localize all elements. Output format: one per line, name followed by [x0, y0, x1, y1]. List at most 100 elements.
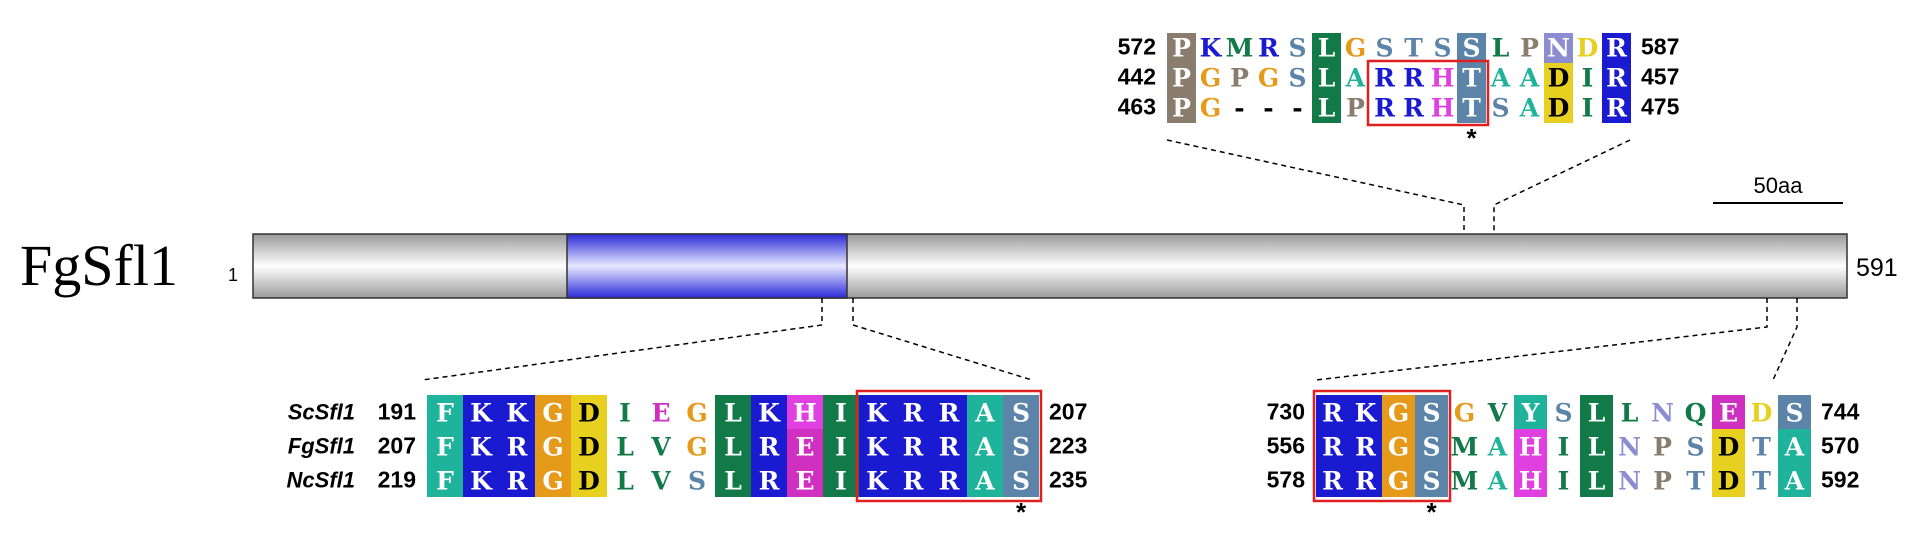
residue: E — [1719, 399, 1738, 428]
residue: H — [1431, 93, 1455, 122]
residue: S — [1288, 33, 1306, 62]
residue: L — [1588, 399, 1606, 428]
residue: G — [1200, 63, 1221, 92]
residue-shade — [499, 463, 535, 497]
connector-top-left — [1166, 139, 1465, 234]
residue-shade — [427, 395, 463, 429]
row-end-number: 223 — [1049, 432, 1087, 458]
residue-shade — [1514, 429, 1547, 463]
residue: R — [1322, 399, 1343, 428]
residue: K — [1200, 33, 1223, 62]
residue-shade — [895, 395, 931, 429]
row-start-number: 219 — [378, 466, 416, 492]
residue-shade — [1580, 429, 1613, 463]
residue: G — [1200, 93, 1221, 122]
residue: P — [1172, 33, 1191, 62]
residue: R — [1355, 433, 1376, 462]
connector-br-left — [1315, 298, 1768, 381]
residue: A — [1490, 63, 1511, 92]
connector-bl-right — [852, 298, 1033, 381]
connector-br-right — [1772, 298, 1798, 381]
residue: - — [1234, 93, 1244, 122]
residue-shade — [967, 395, 1003, 429]
residue: G — [1388, 433, 1409, 462]
residue: L — [1621, 399, 1639, 428]
residue: S — [1422, 433, 1440, 462]
residue: R — [1355, 467, 1376, 496]
residue: L — [1318, 93, 1336, 122]
row-start-number: 191 — [378, 398, 417, 424]
residue-shade — [427, 463, 463, 497]
residue-shade — [1778, 463, 1811, 497]
residue: P — [1653, 433, 1672, 462]
residue: H — [793, 399, 817, 428]
residue: H — [1519, 433, 1543, 462]
residue: L — [1318, 33, 1336, 62]
residue: G — [686, 399, 707, 428]
residue-shade — [427, 429, 463, 463]
residue: I — [835, 399, 847, 428]
residue: K — [866, 399, 889, 428]
residue: N — [1618, 467, 1641, 496]
residue-shade — [1580, 395, 1613, 429]
residue: N — [1547, 33, 1570, 62]
residue: A — [1487, 433, 1508, 462]
residue-shade — [1602, 93, 1631, 123]
residue: D — [578, 399, 600, 428]
residue: S — [1554, 399, 1572, 428]
residue: - — [1263, 93, 1273, 122]
residue: Q — [1685, 399, 1707, 428]
residue-shade — [571, 395, 607, 429]
residue: R — [759, 433, 780, 462]
species-name: ScSfl1 — [288, 399, 355, 424]
row-end-number: 457 — [1641, 64, 1679, 90]
residue-shade — [1778, 429, 1811, 463]
row-start-number: 578 — [1267, 466, 1306, 492]
residue-shade — [823, 429, 859, 463]
residue: I — [1558, 467, 1570, 496]
residue: M — [1451, 467, 1479, 496]
residue-shade — [1167, 93, 1196, 123]
residue: R — [939, 433, 960, 462]
residue-shade — [787, 429, 823, 463]
residue: R — [1606, 93, 1627, 122]
residue-shade — [1312, 93, 1341, 123]
row-end-number: 587 — [1641, 34, 1679, 60]
residue: - — [1292, 93, 1302, 122]
residue-shade — [463, 429, 499, 463]
residue: R — [1374, 93, 1395, 122]
residue: N — [1651, 399, 1674, 428]
residue: G — [1345, 33, 1366, 62]
residue-shade — [823, 463, 859, 497]
residue: H — [1519, 467, 1543, 496]
residue: M — [1226, 33, 1254, 62]
residue: R — [1606, 33, 1627, 62]
residue: R — [939, 467, 960, 496]
residue-shade — [1312, 33, 1341, 63]
residue-shade — [1167, 63, 1196, 93]
residue: K — [866, 467, 889, 496]
residue: D — [1718, 467, 1740, 496]
residue: A — [1784, 433, 1805, 462]
residue-shade — [1580, 463, 1613, 497]
residue: S — [1375, 33, 1393, 62]
residue: L — [1588, 433, 1606, 462]
residue: K — [866, 433, 889, 462]
residue: D — [1718, 433, 1740, 462]
protein-name: FgSfl1 — [20, 233, 178, 298]
residue: D — [578, 433, 600, 462]
residue: V — [650, 467, 671, 496]
residue: S — [1491, 93, 1509, 122]
motif-highlight-box — [1366, 59, 1490, 127]
residue-shade — [715, 429, 751, 463]
row-start-number: 556 — [1267, 432, 1305, 458]
residue-shade — [751, 463, 787, 497]
residue-shade — [1167, 33, 1196, 63]
residue-shade — [1349, 463, 1382, 497]
phospho-site-asterisk: * — [1016, 497, 1027, 527]
